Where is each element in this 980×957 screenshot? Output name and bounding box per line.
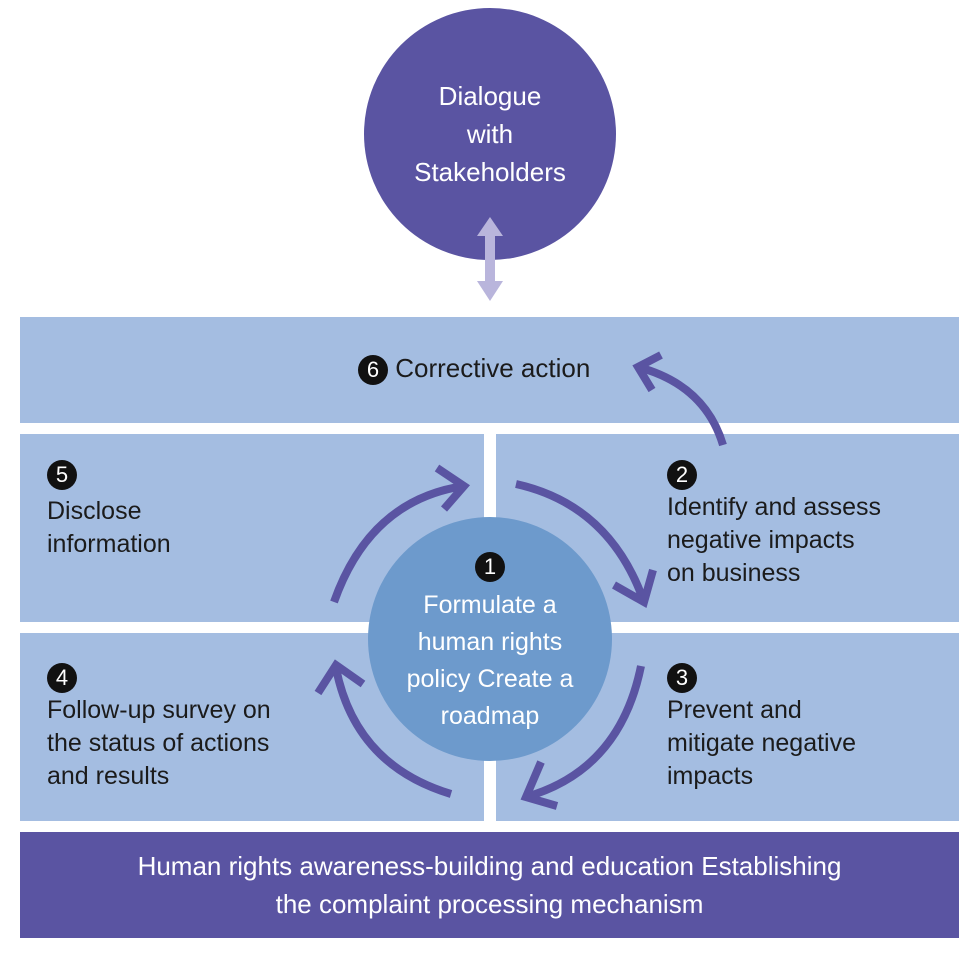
cycle-arrow-3-to-4 [314, 659, 453, 798]
step-1-line-1: Formulate a [423, 591, 557, 619]
step-1-badge: 1 [475, 552, 505, 583]
step-2-line-2: negative impacts [667, 526, 855, 554]
cycle-arrow-2-to-3 [520, 665, 645, 810]
step-2: 2 Identify and assess negative impacts o… [667, 458, 881, 590]
step-4-badge: 4 [47, 663, 77, 694]
step-4: 4 Follow-up survey on the status of acti… [47, 661, 271, 793]
step-2-badge: 2 [667, 460, 697, 491]
step-1-circle: 1 Formulate a human rights policy Create… [368, 517, 612, 761]
step-5: 5 Disclose information [47, 458, 171, 561]
step-4-line-3: and results [47, 762, 170, 790]
step-3-line-1: Prevent and [667, 696, 802, 724]
stakeholder-line-3: Stakeholders [414, 157, 566, 187]
step-2-line-3: on business [667, 559, 801, 587]
step-5-badge: 5 [47, 460, 77, 491]
education-line-1: Human rights awareness-building and educ… [137, 851, 842, 881]
step-2-line-1: Identify and assess [667, 493, 882, 521]
step-4-line-2: the status of actions [47, 729, 270, 757]
step-4-line-1: Follow-up survey on [47, 696, 271, 724]
step-1-line-2: human rights [417, 628, 563, 656]
step-6-badge: 6 [358, 355, 388, 386]
step-3-line-3: impacts [667, 762, 754, 790]
step-5-line-2: information [47, 530, 171, 558]
step-6: 6 Corrective action [358, 352, 591, 386]
step-1-line-3: policy Create a [406, 665, 574, 693]
corrective-action-band [20, 317, 959, 423]
step-5-line-1: Disclose [47, 497, 142, 525]
education-line-2: the complaint processing mechanism [275, 889, 704, 919]
step-6-label: Corrective action [395, 353, 591, 383]
stakeholder-line-2: with [466, 119, 514, 149]
arrow-2-to-6 [632, 351, 727, 447]
step-3-line-2: mitigate negative [667, 729, 857, 757]
step-3: 3 Prevent and mitigate negative impacts [667, 661, 856, 793]
stakeholder-line-1: Dialogue [438, 81, 542, 111]
cycle-arrow-4-to-5 [330, 464, 471, 604]
step-1-line-4: roadmap [440, 702, 540, 730]
step-3-badge: 3 [667, 663, 697, 694]
cycle-arrow-1-to-2 [515, 480, 657, 608]
double-arrow-vertical-icon [477, 217, 503, 301]
education-band: Human rights awareness-building and educ… [20, 832, 959, 938]
